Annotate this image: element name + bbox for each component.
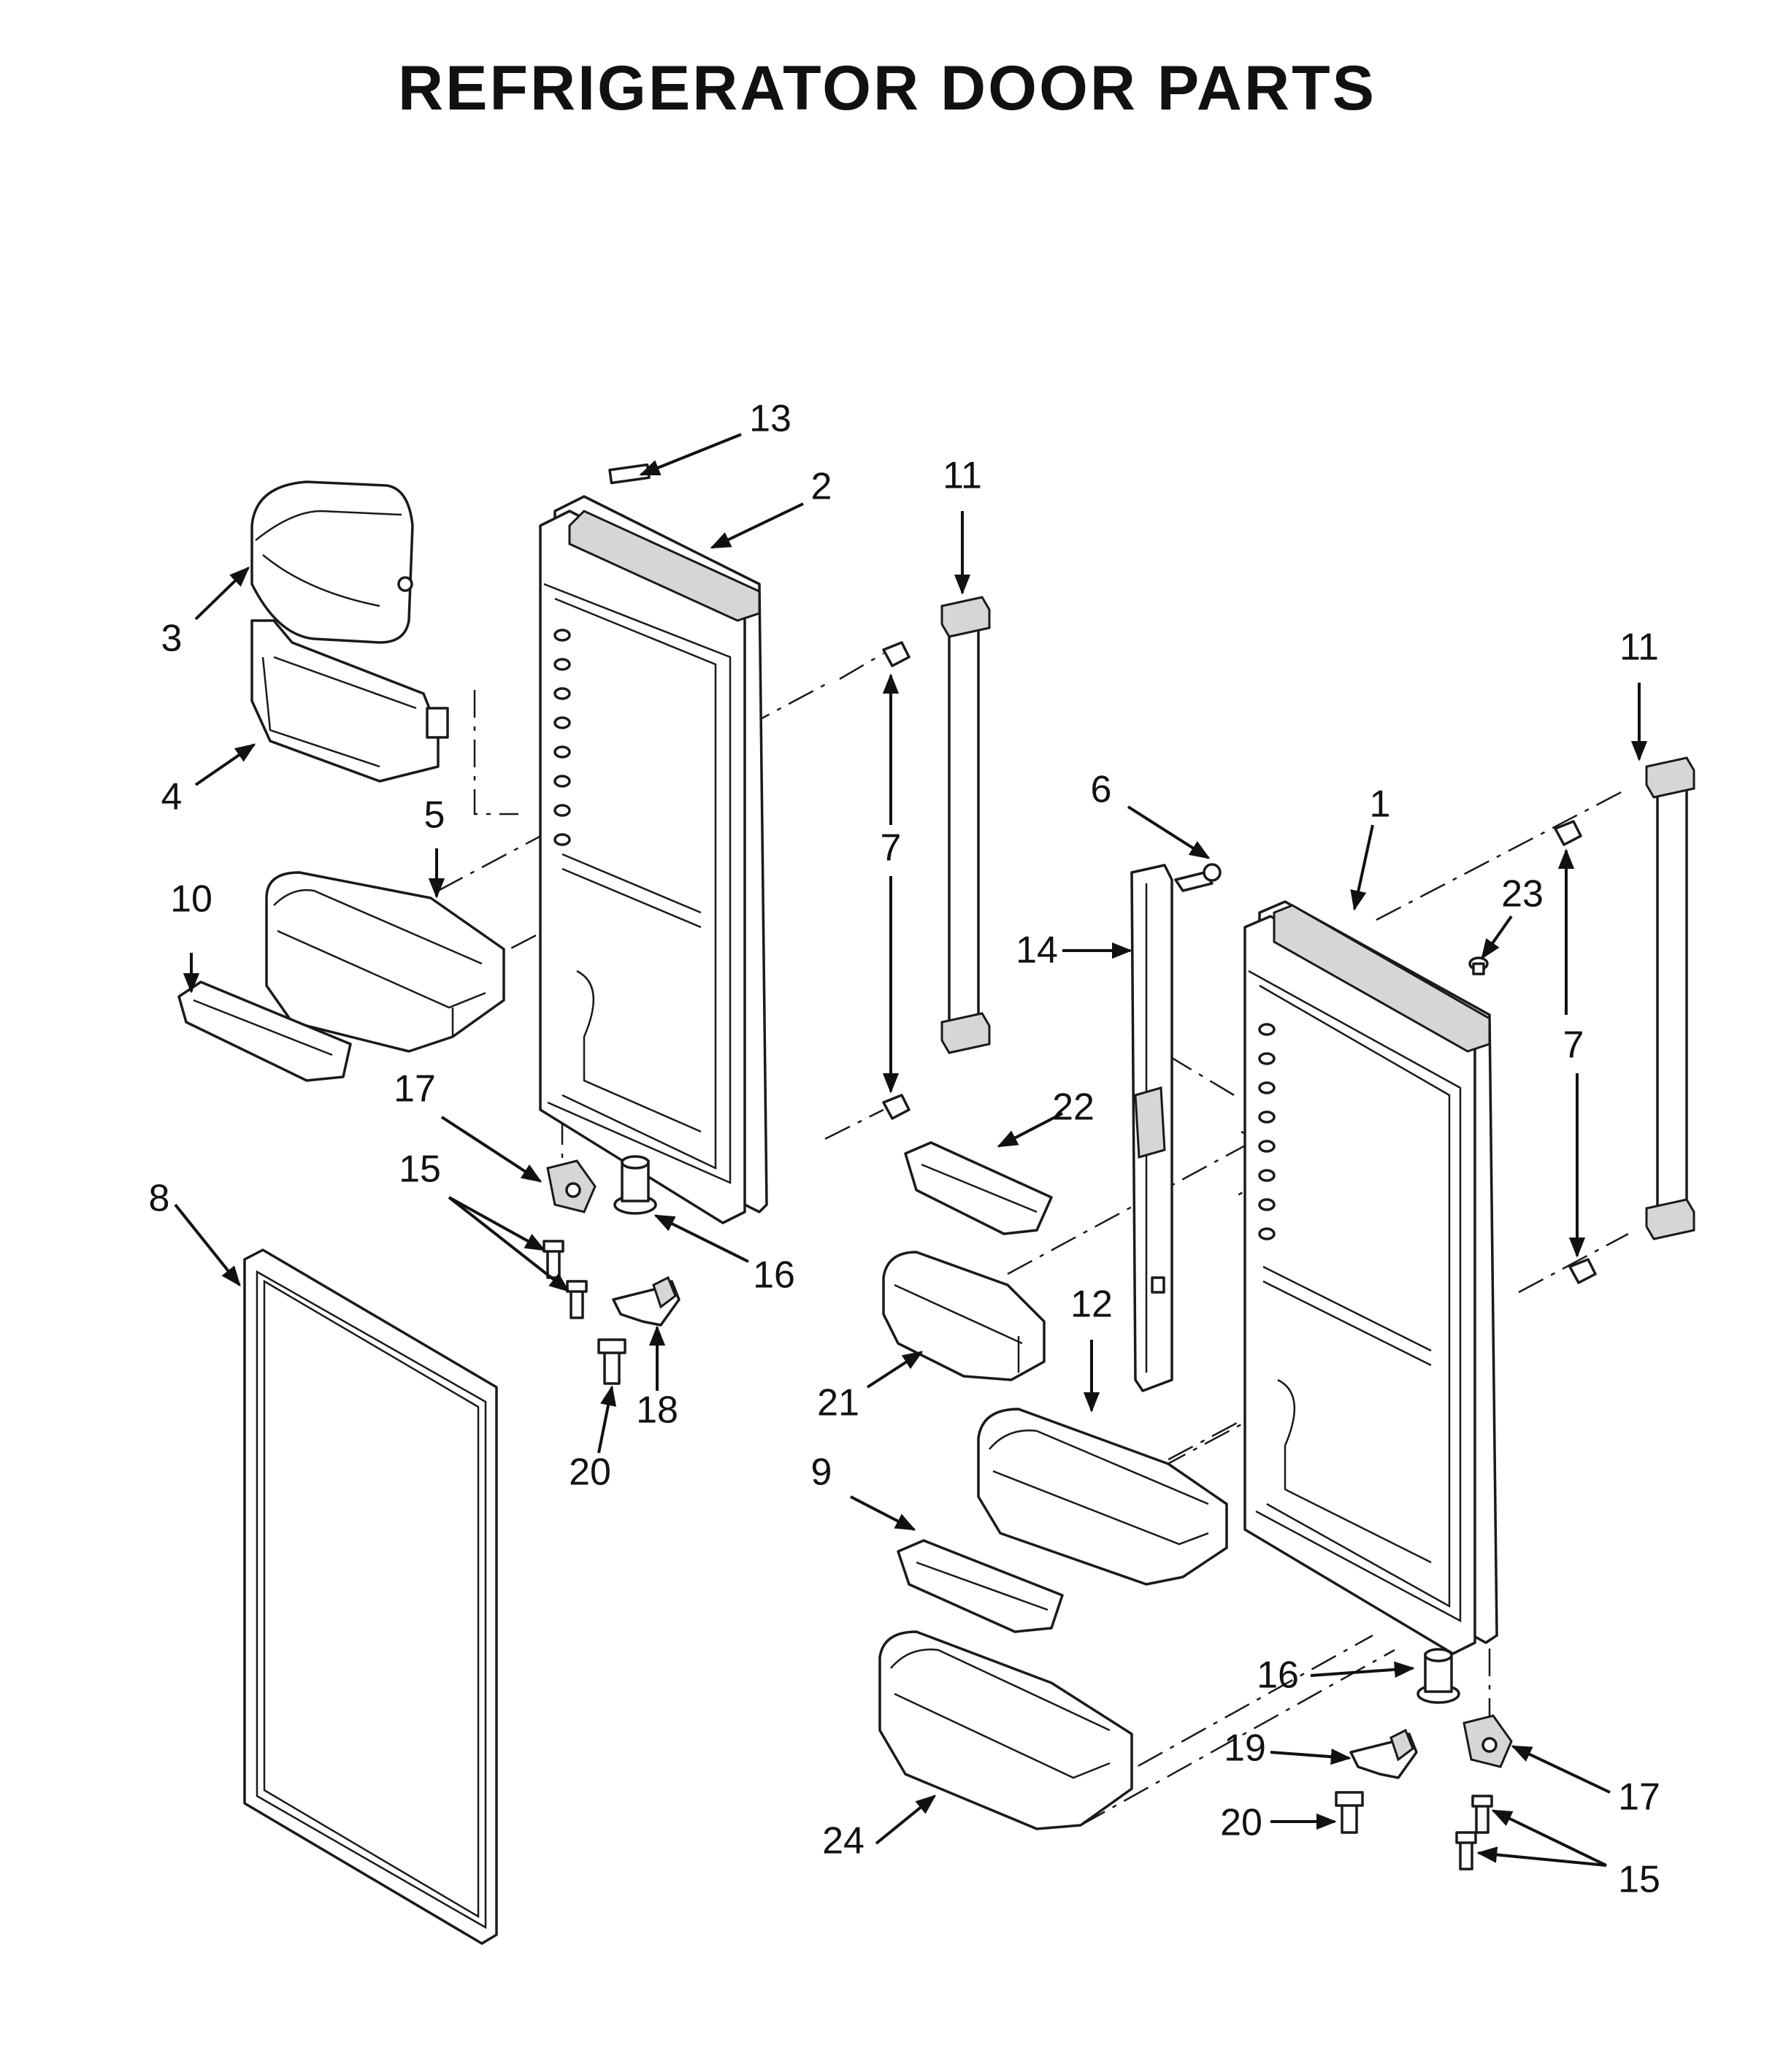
part-18-hinge-cover — [612, 1275, 681, 1327]
callout-11: 11 — [943, 455, 982, 497]
callout-8: 8 — [149, 1178, 170, 1220]
callout-23: 23 — [1501, 873, 1544, 916]
part-17-left-hinge — [546, 1159, 597, 1213]
part-5-door-bin — [265, 871, 505, 1053]
part-4-dispenser-bin — [250, 619, 449, 783]
part-6-mullion-screw — [1174, 863, 1222, 892]
callout-16: 16 — [1257, 1654, 1299, 1697]
callout-10: 10 — [170, 878, 212, 921]
callout-16: 16 — [753, 1254, 795, 1297]
leader-arrows — [174, 433, 1648, 1867]
callout-17: 17 — [1618, 1776, 1660, 1819]
part-14-mullion — [1130, 864, 1173, 1392]
callout-3: 3 — [161, 618, 183, 660]
part-20-left-screw — [597, 1338, 626, 1385]
callout-9: 9 — [811, 1451, 832, 1494]
callout-12: 12 — [1070, 1284, 1113, 1326]
page-title: REFRIGERATOR DOOR PARTS — [398, 53, 1376, 123]
shelf-clips-right — [1258, 1023, 1276, 1240]
part-10-bin-cover — [177, 981, 352, 1082]
part-16-left-bushing — [613, 1155, 657, 1215]
part-17-right-hinge — [1462, 1714, 1513, 1768]
part-21-door-bin — [882, 1251, 1046, 1381]
callout-15: 15 — [399, 1148, 441, 1191]
callout-4: 4 — [161, 776, 183, 818]
callout-14: 14 — [1016, 929, 1058, 972]
callout-19: 19 — [1224, 1727, 1266, 1770]
part-7-right-mounting-studs — [1554, 820, 1597, 1284]
callout-13: 13 — [749, 398, 791, 440]
part-11-right-door-handle — [1645, 756, 1695, 1240]
part-19-hinge-cover — [1349, 1728, 1418, 1779]
part-15-right-screws — [1455, 1795, 1493, 1870]
part-22-bin-cover — [904, 1141, 1053, 1235]
part-3-dispenser-cover — [250, 480, 414, 644]
part-24-door-bin — [878, 1630, 1133, 1830]
callout-7: 7 — [881, 827, 902, 870]
part-7-left-mounting-studs — [882, 641, 910, 1120]
part-2-left-door-liner — [539, 495, 768, 1224]
callout-17: 17 — [394, 1068, 436, 1110]
part-11-left-door-handle — [940, 596, 991, 1054]
callout-24: 24 — [822, 1820, 865, 1862]
part-1-right-door-liner — [1243, 900, 1498, 1655]
part-20-right-screw — [1335, 1791, 1364, 1834]
callout-labels: 13 2 11 11 3 4 5 10 7 7 6 1 23 14 17 17 … — [149, 398, 1660, 1901]
callout-21: 21 — [817, 1382, 859, 1424]
part-9-bin-cover — [897, 1539, 1064, 1633]
callout-1: 1 — [1370, 783, 1391, 826]
part-8-door-gasket — [243, 1248, 498, 1945]
callout-22: 22 — [1052, 1086, 1094, 1129]
callout-6: 6 — [1091, 769, 1112, 811]
shelf-clips-left — [553, 629, 571, 846]
callout-11: 11 — [1619, 626, 1659, 669]
callout-5: 5 — [424, 794, 445, 837]
part-12-door-bin — [977, 1408, 1228, 1586]
callout-18: 18 — [636, 1389, 678, 1432]
part-15-left-screws — [543, 1240, 588, 1319]
callout-20: 20 — [569, 1451, 611, 1494]
callout-20: 20 — [1220, 1802, 1262, 1844]
callout-7: 7 — [1563, 1024, 1584, 1067]
callout-2: 2 — [811, 466, 832, 508]
callout-15: 15 — [1618, 1859, 1660, 1901]
part-16-right-bushing — [1416, 1648, 1460, 1704]
part-23-plug — [1468, 956, 1489, 975]
